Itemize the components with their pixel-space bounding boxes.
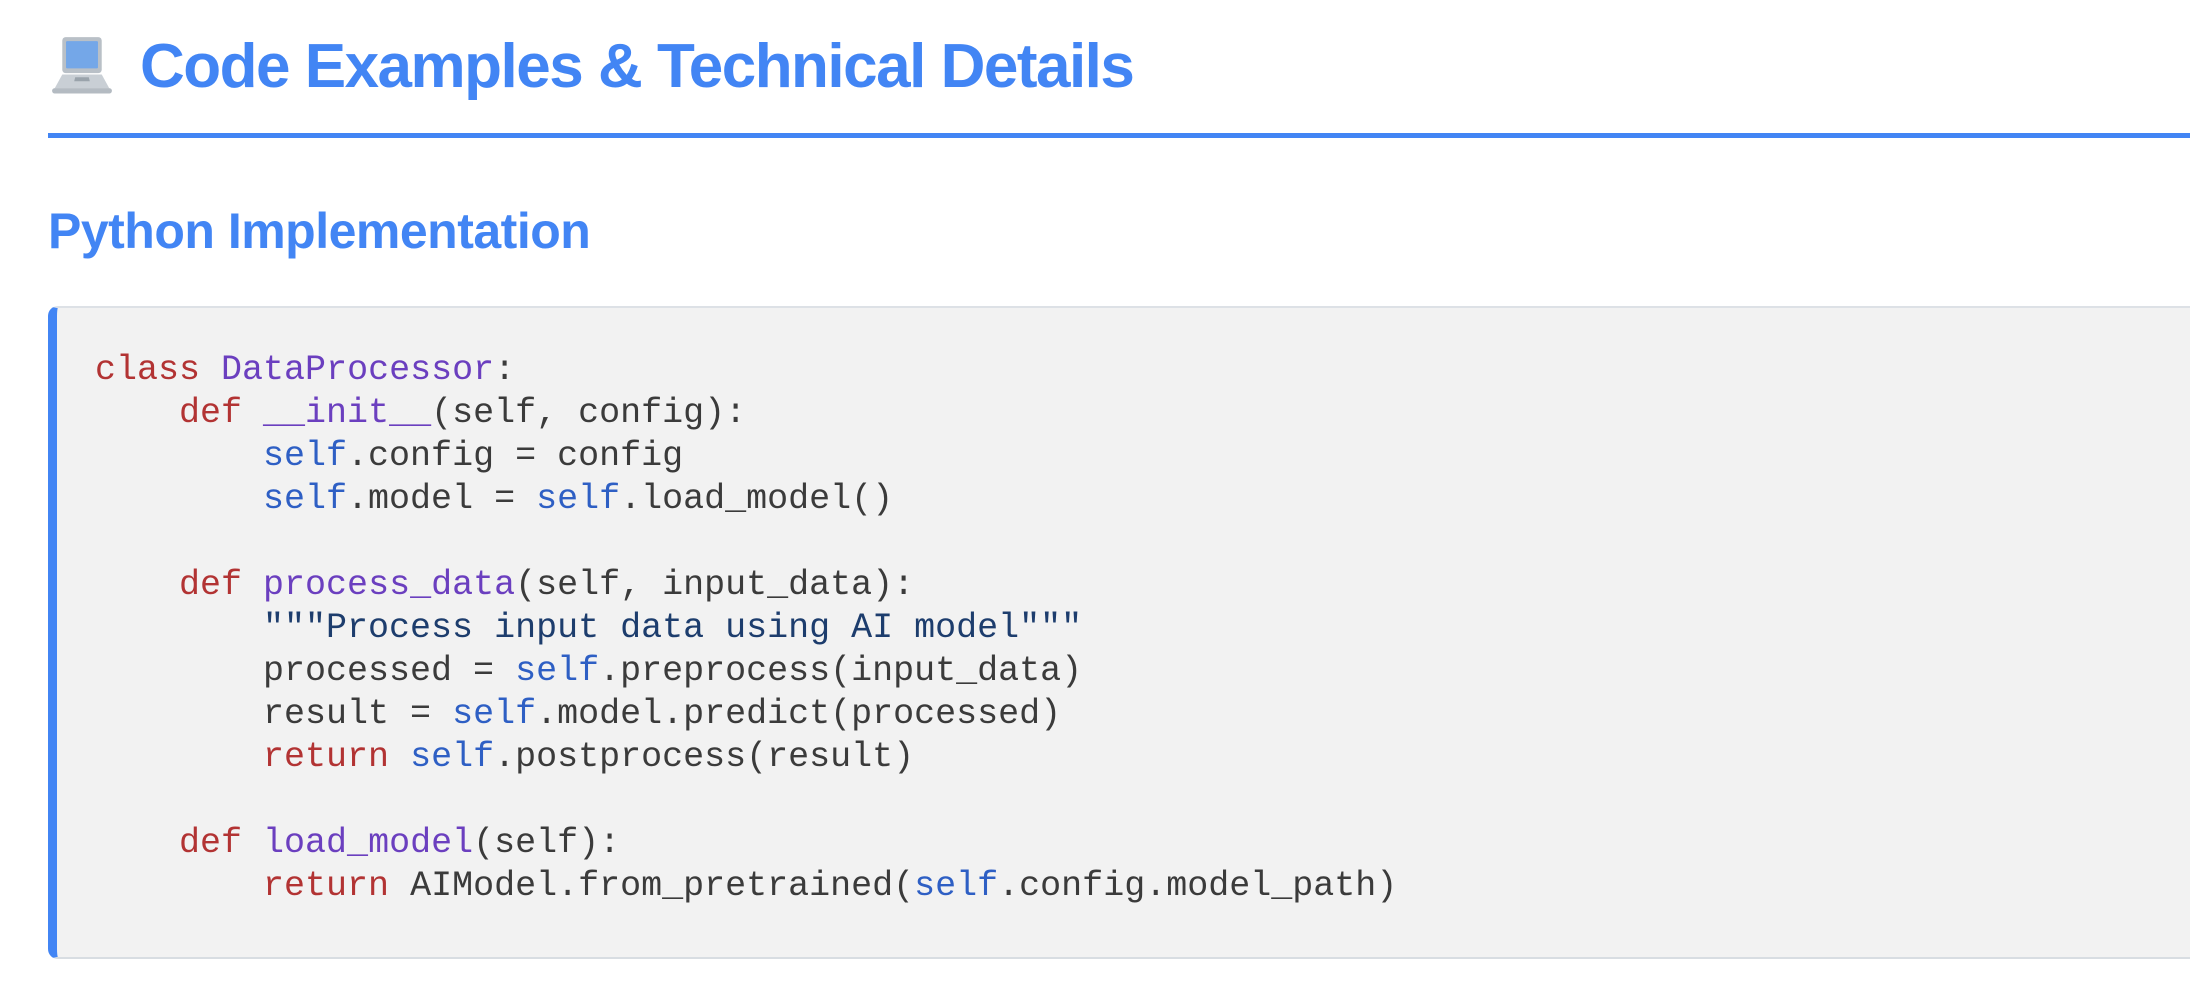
code-line: result = self.model.predict(processed) xyxy=(95,694,1062,735)
code-block: class DataProcessor: def __init__(self, … xyxy=(95,349,2160,908)
page-header: Code Examples & Technical Details xyxy=(48,34,2190,99)
code-line: def process_data(self, input_data): xyxy=(179,565,915,606)
code-line: return self.postprocess(result) xyxy=(263,737,915,778)
code-line: """Process input data using AI model""" xyxy=(263,608,1083,649)
code-card: class DataProcessor: def __init__(self, … xyxy=(48,306,2190,960)
code-line: processed = self.preprocess(input_data) xyxy=(95,651,1083,692)
section-heading: Python Implementation xyxy=(48,203,591,260)
code-line: def load_model(self): xyxy=(179,823,621,864)
code-line: def __init__(self, config): xyxy=(179,393,747,434)
code-line: return AIModel.from_pretrained(self.conf… xyxy=(263,866,1398,907)
code-line: self.model = self.load_model() xyxy=(263,479,894,520)
laptop-icon xyxy=(52,36,112,94)
code-line xyxy=(95,779,2160,822)
code-line: self.config = config xyxy=(263,436,684,477)
title-underline xyxy=(48,133,2190,139)
code-line: class DataProcessor: xyxy=(95,350,516,391)
page-title: Code Examples & Technical Details xyxy=(140,32,1135,101)
code-line xyxy=(95,521,2160,564)
page-root: Code Examples & Technical Details Python… xyxy=(0,34,2190,1006)
